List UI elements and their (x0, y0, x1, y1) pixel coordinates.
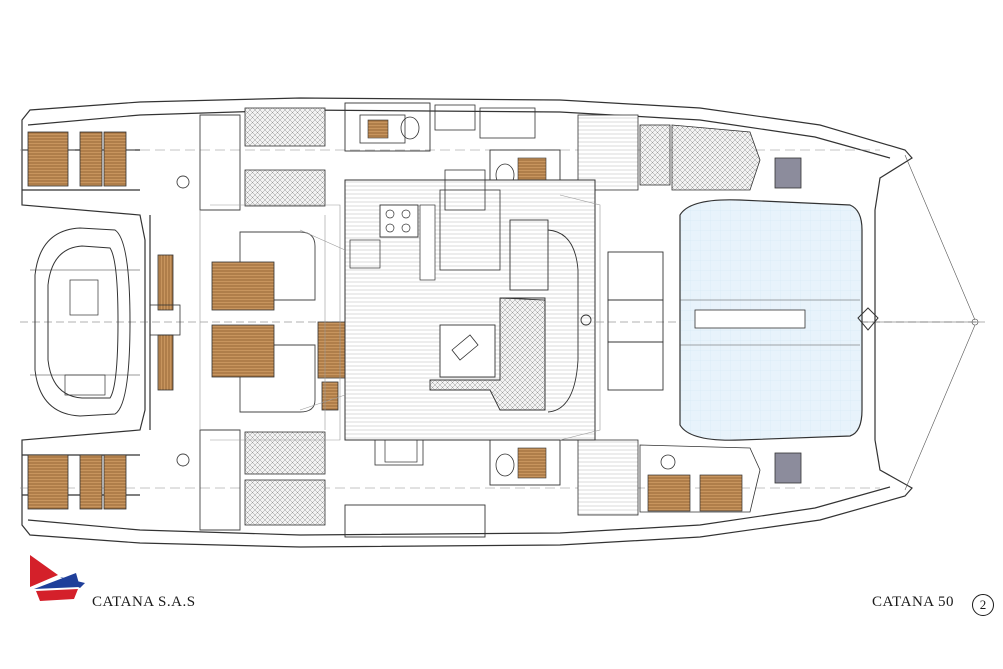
saloon-floor (344, 169, 596, 441)
saloon-settee (429, 297, 546, 411)
model-name: CATANA 50 (872, 594, 955, 610)
catana-sail-logo (30, 555, 85, 601)
aft-structure (176, 114, 316, 531)
sheet-number-badge: 2 (972, 594, 994, 616)
bow-hatches (774, 157, 802, 484)
port-hull-cabins (244, 102, 761, 207)
trampoline-net (679, 199, 879, 441)
starboard-hull-cabins (244, 409, 761, 538)
rigging-lines (860, 154, 980, 491)
systems-lines (199, 194, 601, 441)
transom-steps-starboard (27, 454, 127, 510)
aft-cockpit-seats (149, 254, 181, 391)
transom-steps-port (27, 131, 127, 187)
company-name: CATANA S.A.S (92, 594, 196, 610)
forward-saloon (509, 219, 664, 413)
dinghy (30, 227, 140, 417)
cockpit-tables (211, 261, 347, 411)
